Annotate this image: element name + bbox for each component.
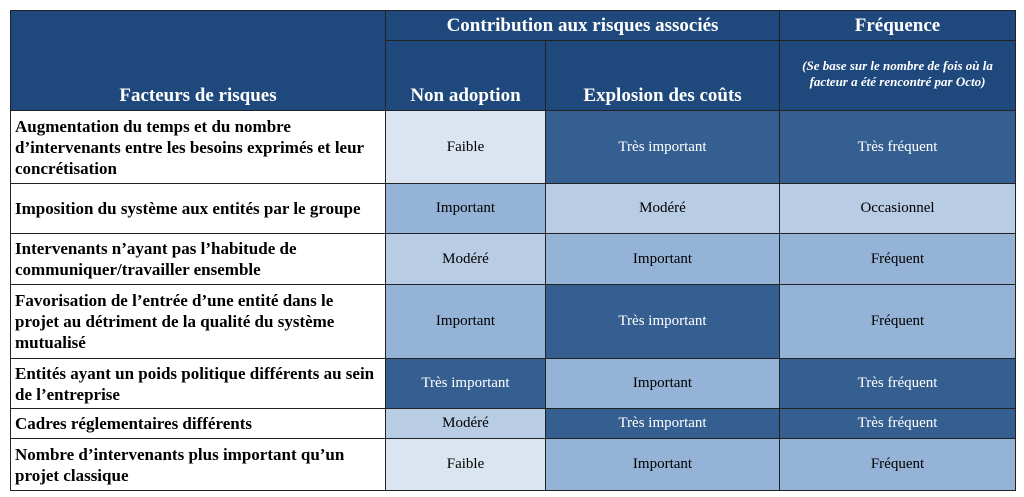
- frequency-cell: Fréquent: [779, 233, 1017, 285]
- non-adoption-cell: Très important: [385, 358, 546, 409]
- header-non-adoption: Non adoption: [385, 40, 546, 111]
- cost-explosion-cell: Très important: [544, 110, 781, 184]
- frequency-cell: Fréquent: [779, 438, 1017, 491]
- cost-explosion-cell: Très important: [544, 408, 781, 439]
- frequency-cell: Très fréquent: [779, 110, 1017, 184]
- header-factors: Facteurs de risques: [10, 10, 386, 111]
- factor-cell: Augmentation du temps et du nombre d’int…: [10, 110, 386, 184]
- non-adoption-cell: Faible: [385, 438, 546, 491]
- non-adoption-cell: Modéré: [385, 408, 546, 439]
- table-row: Entités ayant un poids politique différe…: [10, 358, 1017, 409]
- factor-cell: Cadres réglementaires différents: [10, 408, 386, 439]
- risk-factors-table: Facteurs de risques Contribution aux ris…: [10, 10, 1017, 491]
- cost-explosion-cell: Très important: [544, 284, 781, 359]
- frequency-cell: Très fréquent: [779, 358, 1017, 409]
- table-row: Imposition du système aux entités par le…: [10, 183, 1017, 234]
- cost-explosion-cell: Important: [544, 358, 781, 409]
- cost-explosion-cell: Important: [544, 438, 781, 491]
- factor-cell: Nombre d’intervenants plus important qu’…: [10, 438, 386, 491]
- frequency-cell: Très fréquent: [779, 408, 1017, 439]
- factor-cell: Entités ayant un poids politique différe…: [10, 358, 386, 409]
- table-row: Intervenants n’ayant pas l’habitude de c…: [10, 233, 1017, 285]
- factor-cell: Favorisation de l’entrée d’une entité da…: [10, 284, 386, 359]
- frequency-cell: Occasionnel: [779, 183, 1017, 234]
- cost-explosion-cell: Modéré: [544, 183, 781, 234]
- non-adoption-cell: Faible: [385, 110, 546, 184]
- frequency-cell: Fréquent: [779, 284, 1017, 359]
- non-adoption-cell: Important: [385, 183, 546, 234]
- non-adoption-cell: Important: [385, 284, 546, 359]
- table-row: Nombre d’intervenants plus important qu’…: [10, 438, 1017, 491]
- table-row: Favorisation de l’entrée d’une entité da…: [10, 284, 1017, 359]
- header-frequency: Fréquence: [779, 10, 1017, 41]
- header-contribution: Contribution aux risques associés: [384, 10, 781, 41]
- header-frequency-note: (Se base sur le nombre de fois où la fac…: [779, 40, 1017, 111]
- factor-cell: Intervenants n’ayant pas l’habitude de c…: [10, 233, 386, 285]
- non-adoption-cell: Modéré: [385, 233, 546, 285]
- header-cost-explosion: Explosion des coûts: [544, 40, 781, 111]
- cost-explosion-cell: Important: [544, 233, 781, 285]
- table-row: Augmentation du temps et du nombre d’int…: [10, 110, 1017, 184]
- factor-cell: Imposition du système aux entités par le…: [10, 183, 386, 234]
